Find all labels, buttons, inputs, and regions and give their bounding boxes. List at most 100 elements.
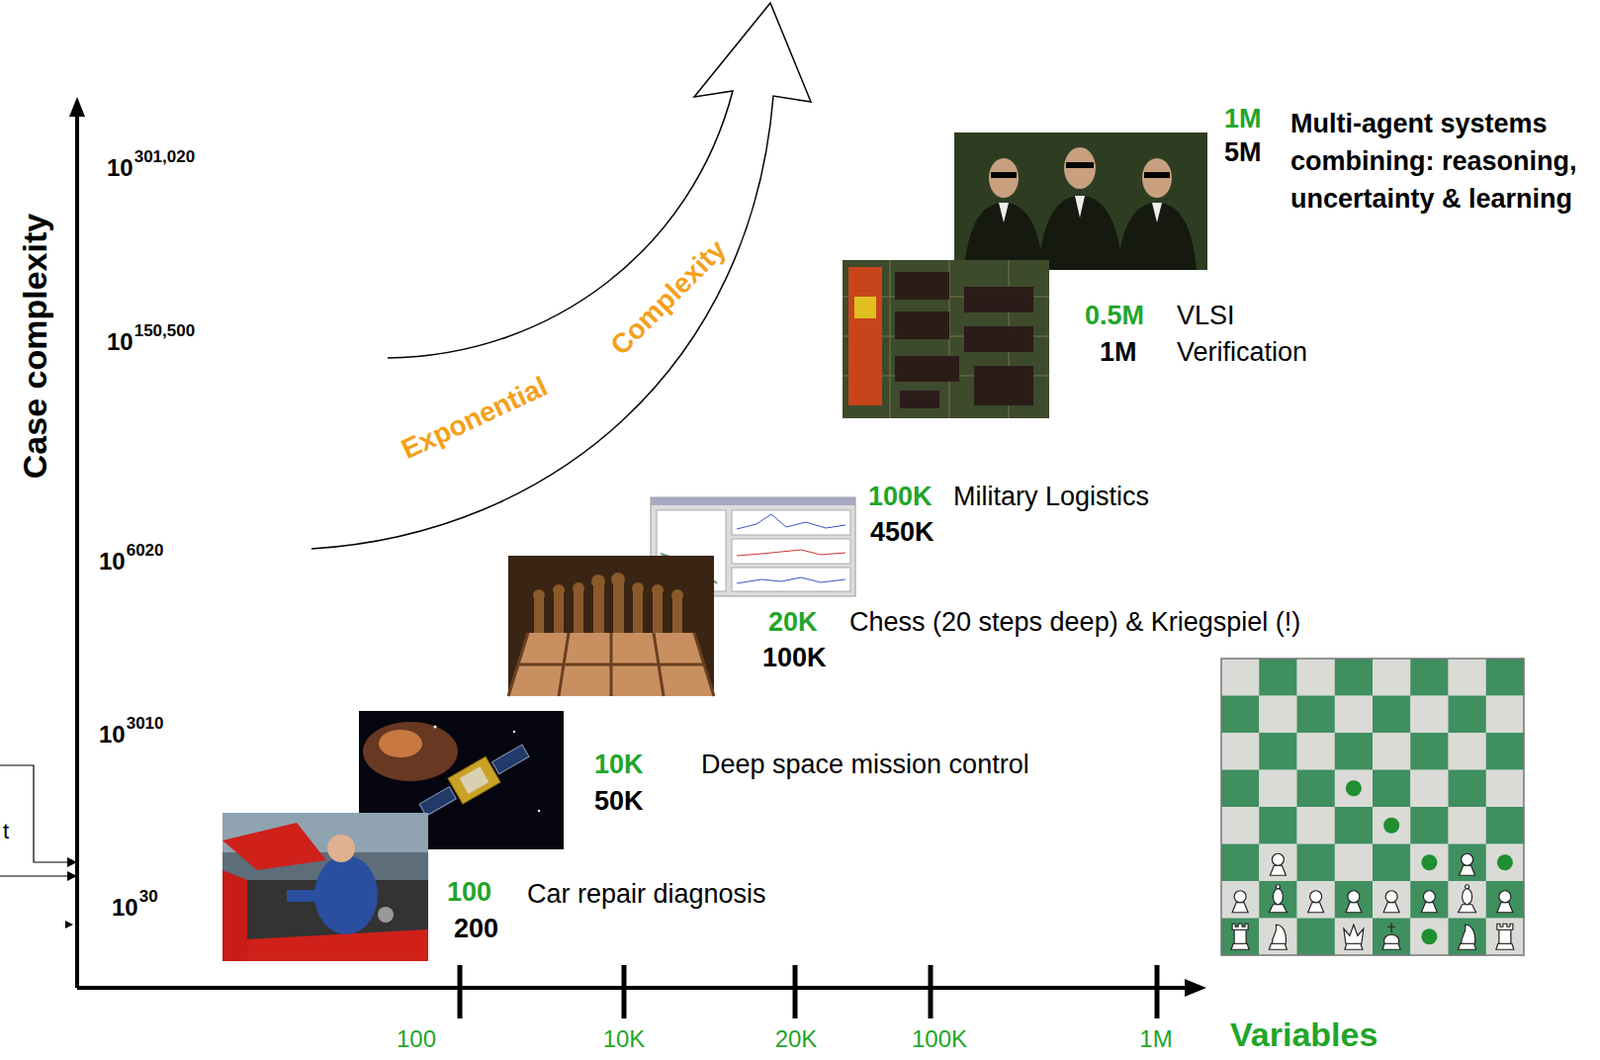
board-square bbox=[1334, 918, 1374, 957]
board-square bbox=[1334, 844, 1374, 883]
board-square bbox=[1486, 696, 1525, 734]
black-count: 100K bbox=[762, 642, 827, 674]
axis-tick-label: 100K bbox=[911, 1025, 968, 1054]
agents-photo bbox=[964, 202, 1044, 270]
space-mission-photo bbox=[447, 756, 501, 804]
agents-photo bbox=[1117, 202, 1197, 270]
chess-piece bbox=[1271, 853, 1284, 866]
tick-base: 10 bbox=[98, 547, 126, 576]
board-square bbox=[1297, 806, 1336, 845]
axis-tick-label: 100 bbox=[396, 1025, 437, 1054]
circuit-board-photo bbox=[964, 286, 1034, 313]
chess-piece bbox=[1382, 943, 1401, 950]
circuit-board-photo bbox=[842, 260, 1050, 419]
circuit-board-photo bbox=[842, 260, 1050, 419]
move-dot bbox=[1421, 854, 1437, 871]
axis-ticks bbox=[1155, 965, 1160, 1019]
board-square bbox=[1221, 658, 1260, 697]
board-square bbox=[1258, 881, 1298, 919]
chess-piece bbox=[1458, 904, 1477, 913]
domain-label: Deep space mission control bbox=[701, 749, 1030, 781]
agents-photo bbox=[1074, 195, 1085, 218]
circuit-board-photo bbox=[964, 326, 1034, 353]
callout-lines bbox=[0, 765, 70, 877]
chess-piece bbox=[1231, 943, 1249, 950]
space-mission-photo bbox=[362, 721, 458, 782]
board-square bbox=[1448, 881, 1488, 919]
board-square bbox=[1372, 658, 1412, 697]
board-square bbox=[1410, 806, 1449, 845]
agents-photo bbox=[998, 202, 1009, 223]
chess-piece bbox=[1269, 865, 1286, 876]
chess-piece bbox=[1343, 924, 1364, 950]
board-square bbox=[1410, 881, 1449, 919]
chess-piece bbox=[1421, 902, 1437, 913]
axis-ticks bbox=[457, 965, 463, 1019]
board-square bbox=[1297, 732, 1336, 771]
board-square bbox=[1410, 696, 1449, 734]
chess-piece bbox=[1459, 865, 1476, 876]
board-square bbox=[1372, 770, 1412, 808]
board-square bbox=[1372, 696, 1412, 734]
green-count: 100K bbox=[868, 481, 933, 513]
chess-piece bbox=[1497, 890, 1513, 913]
axis-ticks bbox=[793, 965, 799, 1019]
green-count: 0.5M bbox=[1084, 300, 1145, 332]
chess-photo bbox=[591, 574, 606, 589]
chess-photo bbox=[671, 589, 684, 602]
chess-piece bbox=[1421, 890, 1437, 913]
chess-piece bbox=[1234, 929, 1246, 944]
chess-photo bbox=[508, 555, 714, 697]
agents-photo bbox=[990, 172, 1017, 178]
callout-lines bbox=[0, 765, 70, 863]
car-repair-photo bbox=[377, 906, 394, 923]
tick-exponent: 6020 bbox=[126, 540, 165, 561]
agents-photo bbox=[1152, 202, 1162, 223]
space-mission-photo bbox=[492, 744, 530, 775]
chess-piece bbox=[1497, 902, 1513, 913]
board-square bbox=[1297, 696, 1336, 734]
board-square bbox=[1258, 844, 1298, 883]
board-square bbox=[1258, 658, 1298, 697]
board-square bbox=[1258, 696, 1298, 734]
callout-lines bbox=[0, 875, 70, 877]
space-mission-photo bbox=[459, 766, 490, 795]
board-square bbox=[1410, 732, 1449, 771]
chess-piece bbox=[1345, 890, 1362, 913]
axis-arrowheads bbox=[1184, 978, 1207, 997]
space-mission-photo bbox=[415, 737, 534, 823]
board-square bbox=[1258, 806, 1298, 845]
board-square bbox=[1486, 806, 1525, 845]
move-dot bbox=[1345, 780, 1362, 797]
logistics-screenshot bbox=[731, 538, 851, 564]
chess-piece bbox=[1382, 922, 1401, 950]
board-square bbox=[1297, 844, 1336, 883]
logistics-screenshot bbox=[736, 549, 846, 556]
chess-piece bbox=[1308, 902, 1325, 913]
black-count: 50K bbox=[594, 786, 644, 817]
board-square bbox=[1448, 658, 1488, 697]
board-square bbox=[1448, 770, 1488, 808]
car-repair-photo bbox=[222, 822, 327, 871]
board-square bbox=[1486, 881, 1525, 919]
chess-piece bbox=[1268, 904, 1287, 913]
board-square bbox=[1221, 770, 1260, 808]
agents-photo bbox=[954, 132, 1208, 270]
board-square bbox=[1448, 732, 1488, 771]
tick-base: 10 bbox=[106, 328, 134, 356]
car-repair-photo bbox=[222, 870, 248, 962]
chess-photo bbox=[632, 591, 643, 633]
chess-piece bbox=[1272, 888, 1283, 905]
axis-arrowheads bbox=[69, 96, 86, 117]
domain-label: Chess (20 steps deep) & Kriegspiel (!) bbox=[849, 607, 1301, 638]
move-dot bbox=[1383, 817, 1400, 834]
chess-photo bbox=[613, 583, 624, 633]
tick-exponent: 150,500 bbox=[134, 321, 195, 342]
tick-base: 10 bbox=[111, 893, 139, 922]
agents-photo bbox=[964, 195, 1197, 270]
agents-photo bbox=[988, 147, 1172, 198]
circuit-board-photo bbox=[894, 355, 960, 382]
axis-tick-label: 20K bbox=[775, 1025, 818, 1054]
board-square bbox=[1334, 658, 1374, 697]
board-square bbox=[1410, 918, 1449, 957]
